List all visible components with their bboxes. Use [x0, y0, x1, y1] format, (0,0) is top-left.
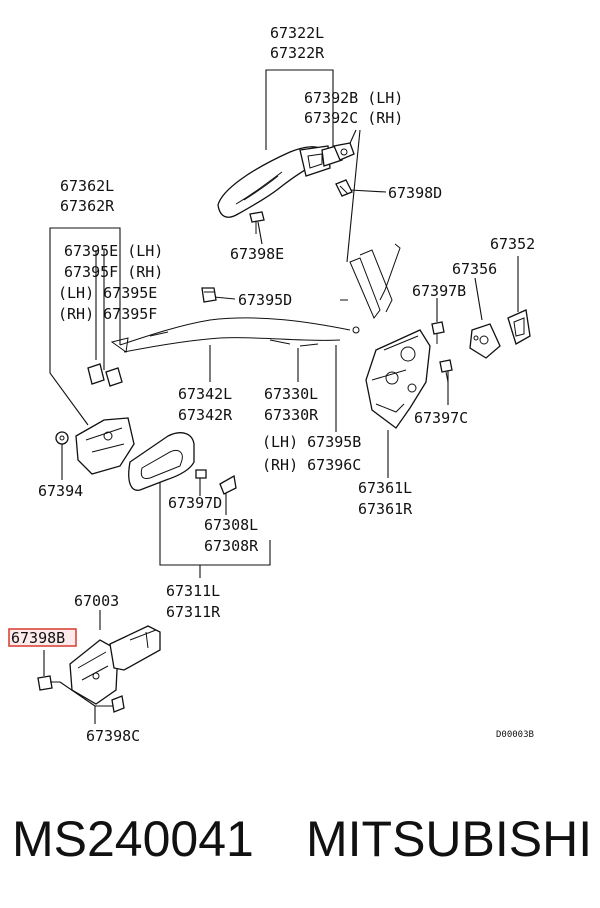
label-67398E: 67398E	[230, 245, 284, 263]
label-67395D: 67395D	[238, 291, 292, 309]
part-labels: 67322L 67322R 67392B (LH) 67392C (RH) 67…	[11, 24, 535, 745]
label-67362R: 67362R	[60, 197, 115, 215]
label-67395B: (LH) 67395B	[262, 433, 361, 451]
bolt-67398B-illustration	[37, 675, 60, 691]
label-67308L: 67308L	[204, 516, 258, 534]
lock-rods-illustration	[340, 243, 401, 319]
label-67342R: 67342R	[178, 406, 233, 424]
label-67322L: 67322L	[270, 24, 324, 42]
leader-lines	[43, 69, 519, 724]
screw-67398D-illustration	[335, 179, 353, 197]
shim-illustration	[507, 309, 531, 345]
label-67395F-rh: 67395F (RH)	[64, 263, 163, 281]
label-67003: 67003	[74, 592, 119, 610]
footer: MS240041 MITSUBISHI	[12, 811, 592, 867]
label-67392B: 67392B (LH)	[304, 89, 403, 107]
screw-67398E-illustration	[249, 211, 265, 234]
cap-67308-illustration	[219, 474, 237, 495]
outside-handle-illustration	[217, 144, 343, 218]
screw-67397C-illustration	[439, 359, 453, 383]
clips-67395EF-illustration	[87, 337, 129, 387]
clip-67395D-illustration	[201, 287, 217, 303]
label-67397B: 67397B	[412, 282, 466, 300]
label-67361R: 67361R	[358, 500, 413, 518]
inner-handle-escutcheon-illustration	[128, 432, 195, 491]
label-67398D: 67398D	[388, 184, 442, 202]
striker-illustration	[469, 323, 501, 359]
brand-name: MITSUBISHI	[306, 811, 592, 867]
screw-67397B-illustration	[431, 321, 445, 344]
label-67356: 67356	[452, 260, 497, 278]
label-67398B: 67398B	[11, 629, 65, 647]
label-67396C: (RH) 67396C	[262, 456, 361, 474]
label-67361L: 67361L	[358, 479, 412, 497]
highlighted-part-box	[8, 628, 77, 647]
diagram-code: D00003B	[496, 730, 534, 740]
label-67398C: 67398C	[86, 727, 140, 745]
bushing-illustration	[55, 431, 69, 445]
door-check-illustration	[69, 625, 161, 705]
label-67392C: 67392C (RH)	[304, 109, 403, 127]
label-67311R: 67311R	[166, 603, 221, 621]
inside-handle-bracket-illustration	[75, 417, 135, 475]
door-latch-illustration	[365, 329, 431, 429]
label-67311L: 67311L	[166, 582, 220, 600]
label-67395E-lh-2: (LH) 67395E	[58, 284, 157, 302]
label-67352: 67352	[490, 235, 535, 253]
cables-illustration	[119, 317, 360, 353]
label-67394: 67394	[38, 482, 83, 500]
label-67395F-rh-2: (RH) 67395F	[58, 305, 157, 323]
label-67397C: 67397C	[414, 409, 468, 427]
label-67397D: 67397D	[168, 494, 222, 512]
label-67330L: 67330L	[264, 385, 318, 403]
key-cylinder-cap-illustration	[333, 142, 355, 161]
screw-67397D-illustration	[195, 469, 207, 479]
bolt-67398C-illustration	[111, 695, 125, 713]
label-67330R: 67330R	[264, 406, 319, 424]
label-67362L: 67362L	[60, 177, 114, 195]
label-67322R: 67322R	[270, 44, 325, 62]
part-number: MS240041	[12, 811, 254, 867]
label-67342L: 67342L	[178, 385, 232, 403]
label-67395E-lh: 67395E (LH)	[64, 242, 163, 260]
label-67308R: 67308R	[204, 537, 259, 555]
